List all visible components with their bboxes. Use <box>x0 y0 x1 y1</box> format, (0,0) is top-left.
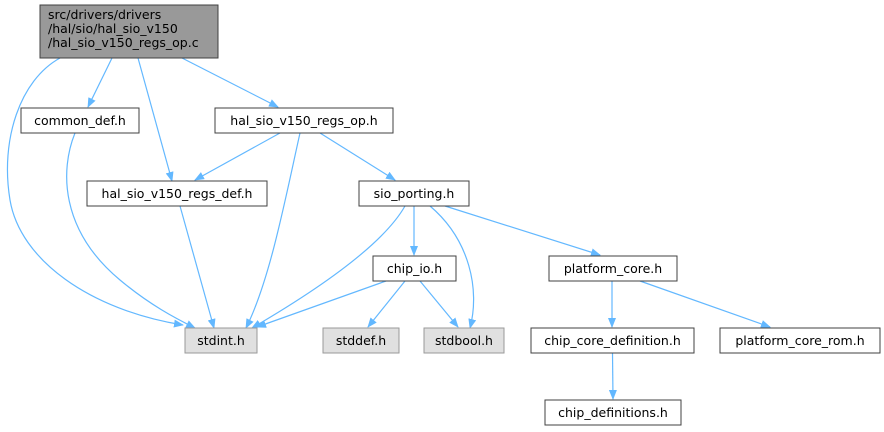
edge-root-to-regs-op-h <box>181 57 279 108</box>
edge-regs-def-h-to-stdint <box>179 205 216 329</box>
node-label-line: /hal_sio_v150_regs_op.c <box>48 35 199 50</box>
node-box <box>20 107 140 134</box>
node-box <box>86 180 268 207</box>
node-label: stdbool.h <box>435 333 493 348</box>
edge-common-def-to-stdint <box>66 132 196 329</box>
node-label: hal_sio_v150_regs_def.h <box>102 186 253 201</box>
node-label: sio_porting.h <box>374 186 455 201</box>
node-box <box>358 180 470 207</box>
node-label: stddef.h <box>336 333 386 348</box>
edge-root-to-stdint <box>6 57 184 328</box>
edge-sio-porting-to-platform-core <box>444 205 601 257</box>
node-box <box>423 327 505 354</box>
node-chip-io[interactable]: chip_io.h <box>372 255 457 282</box>
node-label: chip_definitions.h <box>558 405 668 420</box>
edge-chip-core-def-to-chip-definitions <box>608 352 617 400</box>
edge-chip-io-to-stdint <box>256 280 387 328</box>
node-label: chip_io.h <box>387 261 442 276</box>
node-platform-core[interactable]: platform_core.h <box>548 255 678 282</box>
node-chip-core-def[interactable]: chip_core_definition.h <box>530 327 695 354</box>
node-box <box>39 4 219 59</box>
edge-chip-io-to-stdbool <box>419 280 459 328</box>
node-box <box>530 327 695 354</box>
node-label-line: /hal/sio/hal_sio_v150 <box>48 21 178 36</box>
edge-chip-io-to-stddef <box>367 280 406 328</box>
edge-root-to-regs-def-h <box>137 57 174 182</box>
node-chip-definitions[interactable]: chip_definitions.h <box>544 399 682 426</box>
nodes-layer: src/drivers/drivers/hal/sio/hal_sio_v150… <box>20 4 881 426</box>
node-sio-porting[interactable]: sio_porting.h <box>358 180 470 207</box>
node-box <box>544 399 682 426</box>
node-label: chip_core_definition.h <box>544 333 681 348</box>
node-box <box>548 255 678 282</box>
node-label: platform_core.h <box>564 261 662 276</box>
node-label: common_def.h <box>34 113 126 128</box>
node-stddef: stddef.h <box>322 327 400 354</box>
node-box <box>184 327 258 354</box>
node-regs-op-h[interactable]: hal_sio_v150_regs_op.h <box>214 107 394 134</box>
node-label: hal_sio_v150_regs_op.h <box>230 113 377 128</box>
node-box <box>214 107 394 134</box>
node-label: stdint.h <box>197 333 245 348</box>
node-label: platform_core_rom.h <box>735 333 864 348</box>
node-box <box>372 255 457 282</box>
node-common-def[interactable]: common_def.h <box>20 107 140 134</box>
edge-sio-porting-to-stdbool <box>429 205 477 329</box>
node-stdint: stdint.h <box>184 327 258 354</box>
node-box <box>322 327 400 354</box>
edge-regs-op-h-to-stdint <box>245 132 301 329</box>
edge-platform-core-to-platform-core-rom <box>639 280 771 328</box>
node-regs-def-h[interactable]: hal_sio_v150_regs_def.h <box>86 180 268 207</box>
node-label-line: src/drivers/drivers <box>48 7 161 22</box>
edges-layer <box>6 57 771 400</box>
edge-regs-op-h-to-regs-def-h <box>194 132 281 181</box>
node-box <box>719 327 881 354</box>
node-platform-core-rom[interactable]: platform_core_rom.h <box>719 327 881 354</box>
edge-regs-op-h-to-sio-porting <box>319 132 396 181</box>
node-root[interactable]: src/drivers/drivers/hal/sio/hal_sio_v150… <box>39 4 219 59</box>
node-stdbool: stdbool.h <box>423 327 505 354</box>
edge-sio-porting-to-stdint <box>251 205 406 329</box>
edge-root-to-common-def <box>87 57 113 108</box>
